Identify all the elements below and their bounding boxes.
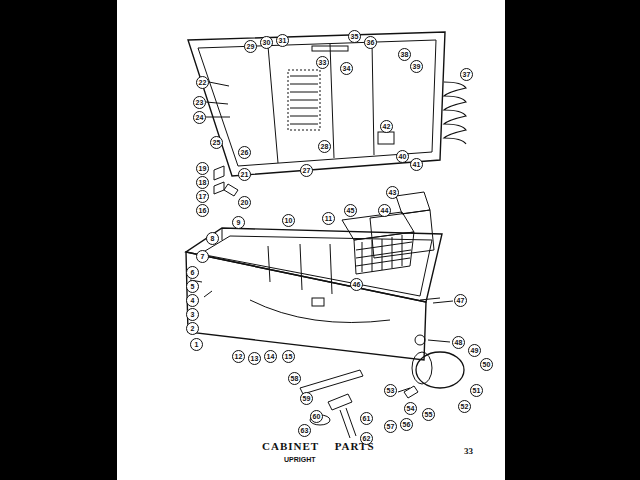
callout-number: 6	[186, 266, 199, 279]
callout-number: 5	[186, 280, 199, 293]
callout-number: 24	[193, 111, 206, 124]
callout-number: 33	[316, 56, 329, 69]
callout-number: 17	[196, 190, 209, 203]
subtitle: UPRIGHT	[284, 456, 316, 463]
paper-page	[117, 0, 505, 480]
callout-number: 25	[210, 136, 223, 149]
callout-number: 41	[410, 158, 423, 171]
callout-number: 48	[452, 336, 465, 349]
callout-number: 12	[232, 350, 245, 363]
callout-number: 57	[384, 420, 397, 433]
callout-number: 60	[310, 410, 323, 423]
callout-number: 47	[454, 294, 467, 307]
callout-number: 2	[186, 322, 199, 335]
callout-number: 31	[276, 34, 289, 47]
callout-number: 22	[196, 76, 209, 89]
callout-number: 27	[300, 164, 313, 177]
callout-number: 49	[468, 344, 481, 357]
callout-number: 35	[348, 30, 361, 43]
callout-number: 3	[186, 308, 199, 321]
callout-number: 9	[232, 216, 245, 229]
callout-number: 34	[340, 62, 353, 75]
callout-number: 46	[350, 278, 363, 291]
callout-number: 14	[264, 350, 277, 363]
callout-number: 39	[410, 60, 423, 73]
callout-number: 52	[458, 400, 471, 413]
callout-number: 18	[196, 176, 209, 189]
callout-number: 43	[386, 186, 399, 199]
callout-number: 29	[244, 40, 257, 53]
callout-number: 38	[398, 48, 411, 61]
callout-number: 61	[360, 412, 373, 425]
callout-number: 19	[196, 162, 209, 175]
callout-number: 53	[384, 384, 397, 397]
callout-number: 28	[318, 140, 331, 153]
callout-number: 51	[470, 384, 483, 397]
callout-number: 63	[298, 424, 311, 437]
callout-number: 20	[238, 196, 251, 209]
callout-number: 56	[400, 418, 413, 431]
callout-number: 13	[248, 352, 261, 365]
callout-number: 16	[196, 204, 209, 217]
callout-number: 36	[364, 36, 377, 49]
callout-number: 11	[322, 212, 335, 225]
callout-number: 42	[380, 120, 393, 133]
callout-number: 26	[238, 146, 251, 159]
callout-number: 54	[404, 402, 417, 415]
callout-number: 58	[288, 372, 301, 385]
callout-number: 40	[396, 150, 409, 163]
callout-number: 55	[422, 408, 435, 421]
callout-number: 1	[190, 338, 203, 351]
callout-number: 59	[300, 392, 313, 405]
callout-number: 21	[238, 168, 251, 181]
callout-number: 10	[282, 214, 295, 227]
callout-number: 4	[186, 294, 199, 307]
callout-number: 30	[260, 36, 273, 49]
callout-number: 62	[360, 432, 373, 445]
callout-number: 50	[480, 358, 493, 371]
callout-number: 44	[378, 204, 391, 217]
callout-number: 15	[282, 350, 295, 363]
callout-number: 23	[193, 96, 206, 109]
callout-number: 37	[460, 68, 473, 81]
callout-number: 7	[196, 250, 209, 263]
callout-number: 45	[344, 204, 357, 217]
callout-number: 8	[206, 232, 219, 245]
page-number: 33	[464, 446, 473, 456]
diagram-title: CABINET PARTS	[262, 440, 375, 452]
